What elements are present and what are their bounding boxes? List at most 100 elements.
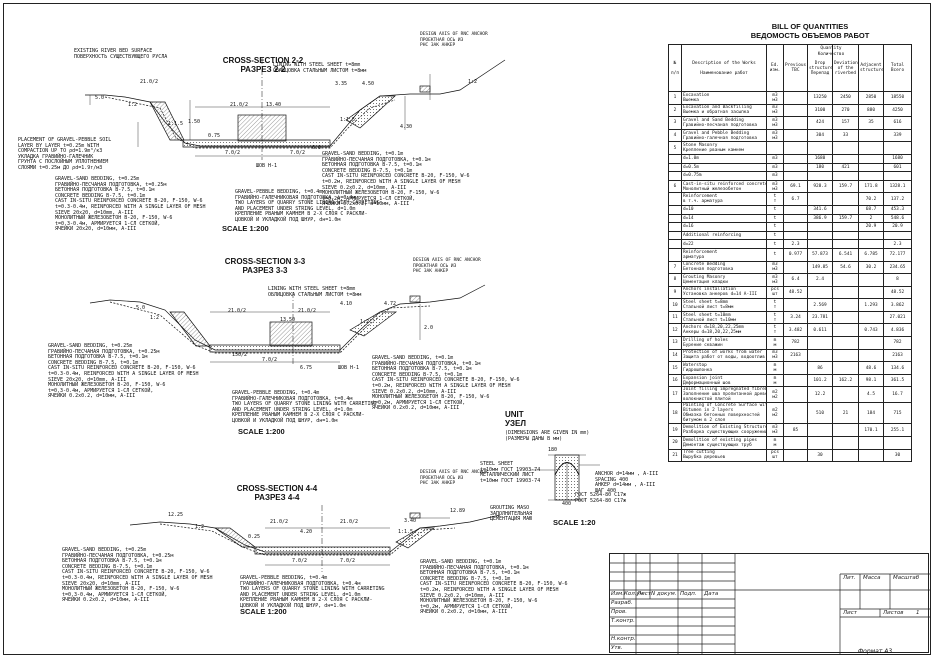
boq-cell-c — [858, 162, 884, 173]
boq-cell-no: 8 — [668, 273, 682, 287]
section-4-4-dim: 21.0/2 — [340, 519, 359, 525]
boq-cell-a: 13250 — [807, 91, 833, 105]
section-2-2-scale: SCALE 1:200 — [222, 224, 269, 233]
boq-cell-b: 6.541 — [832, 247, 859, 262]
title-block-grid — [610, 554, 930, 654]
section-2-2-axis-note: DESIGN AXIS OF RNC ANCHOR ПРОЕКТНАЯ ОСЬ … — [420, 32, 488, 49]
section-2-2-dim: 5.0 — [95, 95, 105, 101]
boq-cell-desc: Joint filling impregnated fibreboard Зап… — [681, 386, 767, 404]
boq-cell-c — [858, 310, 884, 325]
section-2-2-title: CROSS-SECTION 2-2 РАЗРЕЗ 2-2 — [208, 56, 318, 74]
boq-cell-c: 30.2 — [858, 260, 884, 275]
section-3-3-right-layers-note: GRAVEL-SAND BEDDING, t=0.1m ГРАВИЙНО-ПЕС… — [372, 355, 520, 412]
boq-cell-a — [807, 348, 833, 363]
boq-cell-unit: m3 — [766, 162, 784, 173]
boq-cell-c — [858, 230, 884, 241]
boq-cell-a: 424 — [807, 116, 833, 130]
boq-cell-b — [832, 222, 859, 232]
boq-cell-prev — [783, 402, 808, 425]
boq-cell-no: 7 — [668, 260, 682, 275]
boq-cell-desc: Demolition of existing pipes Демонтаж су… — [681, 436, 767, 450]
boq-cell-desc: d=0.75m — [681, 171, 767, 181]
boq-cell-a — [807, 336, 833, 350]
boq-cell-tot — [883, 141, 912, 155]
boq-cell-no: 1 — [668, 91, 682, 105]
boq-cell-a: 101.2 — [807, 373, 833, 388]
section-3-3-dim: 150/2 — [232, 352, 248, 358]
boq-cell-no — [668, 153, 682, 164]
boq-header-desc: Description of the Works Наименование ра… — [681, 44, 767, 92]
boq-cell-no — [668, 230, 682, 241]
boq-cell-b — [832, 239, 859, 249]
boq-cell-prev — [783, 230, 808, 241]
boq-cell-b: 270 — [832, 103, 859, 118]
section-2-2-title-ru: РАЗРЕЗ 2-2 — [240, 65, 286, 74]
boq-cell-no: 9 — [668, 285, 682, 300]
section-3-3-scale: SCALE 1:200 — [238, 427, 285, 436]
boq-cell-prev — [783, 260, 808, 275]
boq-cell-c — [858, 348, 884, 363]
boq-cell-c: 35 — [858, 116, 884, 130]
boq-cell-tot: 255.1 — [883, 423, 912, 438]
boq-cell-a: 341.6 — [807, 204, 833, 215]
boq-cell-c — [858, 153, 884, 164]
boq-cell-no: 6 — [668, 179, 682, 194]
boq-header-unit: Ed. изм. — [766, 44, 784, 92]
boq-cell-desc: Expansion joint Деформационный шов — [681, 373, 767, 388]
boq-cell-prev — [783, 141, 808, 155]
section-4-4-dim: 12.25 — [168, 512, 184, 518]
unit-title-en: UNIT — [505, 410, 524, 419]
boq-cell-desc: Anchors installation Установка анкеров d… — [681, 285, 767, 300]
boq-cell-a — [807, 285, 833, 300]
boq-cell-tot: 48.52 — [883, 285, 912, 300]
boq-cell-a: 304 — [807, 128, 833, 143]
boq-cell-a — [807, 230, 833, 241]
boq-cell-c: 170.1 — [858, 423, 884, 438]
section-2-2-left-layers-note: GRAVEL-SAND BEDDING, t=0.25m ГРАВИЙНО-ПЕ… — [55, 176, 206, 233]
boq-cell-tot: 8 — [883, 273, 912, 287]
boq-header-col-b: Deviation of the riverbed — [832, 44, 859, 92]
boq-cell-b — [832, 386, 859, 404]
section-3-3-left-layers-note: GRAVEL-SAND BEDDING, t=0.25m ГРАВИЙНО-ПЕ… — [48, 343, 199, 400]
boq-cell-unit: m3 м3 — [766, 260, 784, 275]
boq-cell-no — [668, 192, 682, 206]
boq-cell-a — [807, 239, 833, 249]
boq-cell-a: 510 — [807, 402, 833, 425]
title-block-lit: Лит. — [843, 575, 856, 581]
title-block-kol: Кол.уч. — [624, 591, 645, 597]
boq-cell-c: 70.2 — [858, 192, 884, 206]
boq-cell-no: 4 — [668, 128, 682, 143]
section-2-2-joint-label: ШОВ Н-1 — [256, 163, 278, 169]
boq-cell-prev: 85 — [783, 423, 808, 438]
boq-cell-prev: 3.482 — [783, 323, 808, 338]
boq-cell-tot: 234.65 — [883, 260, 912, 275]
boq-cell-prev — [783, 91, 808, 105]
boq-cell-tot: 27.021 — [883, 310, 912, 325]
boq-cell-c — [858, 436, 884, 450]
section-4-4-dim: 12.89 — [450, 508, 466, 514]
boq-cell-unit: t — [766, 204, 784, 215]
boq-cell-prev: 48.52 — [783, 285, 808, 300]
boq-cell-c: 2850 — [858, 91, 884, 105]
boq-cell-prev — [783, 361, 808, 375]
boq-cell-b — [832, 141, 859, 155]
boq-cell-b — [832, 361, 859, 375]
section-2-2-dim: 4.50 — [362, 81, 375, 87]
section-3-3-slope: 1:2 — [150, 315, 160, 321]
boq-cell-no — [668, 213, 682, 224]
unit-title: UNIT УЗЕЛ — [505, 410, 565, 428]
section-3-3-dim: 7.0/2 — [262, 357, 278, 363]
boq-cell-prev — [783, 128, 808, 143]
title-block-razrab: Разраб. — [611, 600, 633, 606]
boq-title-ru: ВЕДОМОСТЬ ОБЪЕМОВ РАБОТ — [750, 31, 870, 40]
boq-cell-b: 159.7 — [832, 213, 859, 224]
section-4-4-title: CROSS-SECTION 4-4 РАЗРЕЗ 4-4 — [222, 484, 332, 502]
section-2-2-dim: 7.0/2 — [290, 150, 306, 156]
title-block-sheets-count: 1 — [916, 610, 920, 616]
